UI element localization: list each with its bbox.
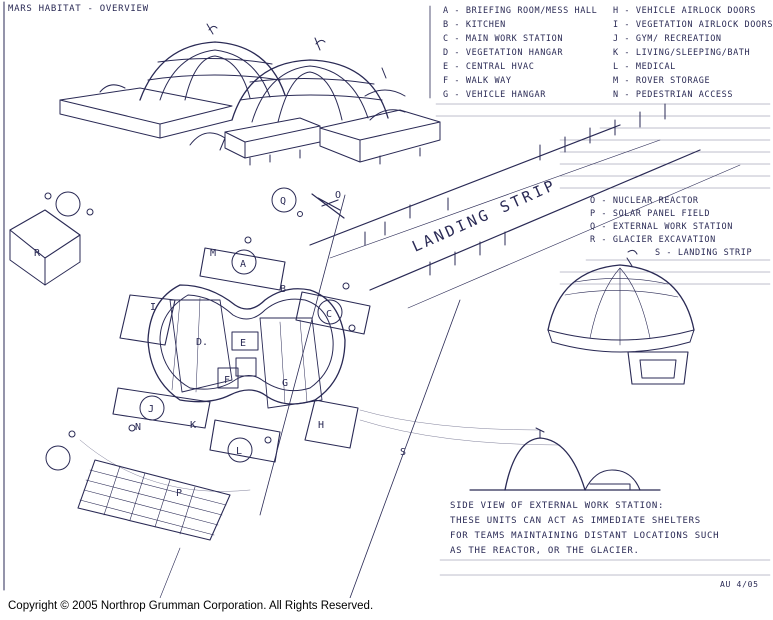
legend-item-d: D - VEGETATION HANGAR xyxy=(443,48,564,58)
legend-item-q: Q - EXTERNAL WORK STATION xyxy=(590,222,733,232)
legend-item-o: O - NUCLEAR REACTOR xyxy=(590,196,699,206)
plan-label-f: F xyxy=(224,375,230,386)
legend-item-h: H - VEHICLE AIRLOCK DOORS xyxy=(613,6,756,16)
habitat-drawing: LANDING STRIP A B C D. E F G H I J K L M… xyxy=(3,1,771,598)
side-view-note-line-3: FOR TEAMS MAINTAINING DISTANT LOCATIONS … xyxy=(450,531,720,541)
plan-label-i: I xyxy=(150,302,156,313)
legend-item-k: K - LIVING/SLEEPING/BATH xyxy=(613,48,751,58)
plan-label-j: J xyxy=(148,404,154,415)
plan-label-g: G xyxy=(282,378,288,389)
site-plan xyxy=(9,187,561,598)
copyright-notice: Copyright © 2005 Northrop Grumman Corpor… xyxy=(8,600,374,612)
blueprint-sheet: MARS HABITAT - OVERVIEW A - BRIEFING ROO… xyxy=(3,1,773,598)
legend-item-b: B - KITCHEN xyxy=(443,20,506,30)
plan-label-c: C xyxy=(326,309,332,320)
plan-label-l: L xyxy=(236,446,242,457)
legend-item-n: N - PEDESTRIAN ACCESS xyxy=(613,90,734,100)
legend-item-r: R - GLACIER EXCAVATION xyxy=(590,235,716,245)
isometric-overview xyxy=(59,23,441,166)
landing-strip xyxy=(309,103,741,309)
plan-label-m: M xyxy=(210,248,216,259)
side-view-note-line-4: AS THE REACTOR, OR THE GLACIER. xyxy=(450,546,640,556)
sheet-title: MARS HABITAT - OVERVIEW xyxy=(8,4,149,14)
plan-label-e: E xyxy=(240,338,246,349)
plan-label-n: N xyxy=(135,422,141,433)
legend-rules xyxy=(435,103,771,576)
legend-item-a: A - BRIEFING ROOM/MESS HALL xyxy=(443,6,598,16)
legend-item-f: F - WALK WAY xyxy=(443,76,512,86)
plan-label-p: P xyxy=(176,488,182,499)
plan-label-b: B xyxy=(280,284,286,295)
legend-item-s: S - LANDING STRIP xyxy=(655,248,753,258)
solar-panel-field xyxy=(77,459,231,598)
plan-label-q: Q xyxy=(280,196,286,207)
plan-label-r: R xyxy=(34,248,41,259)
plan-label-o: O xyxy=(335,190,341,201)
legend-item-g: G - VEHICLE HANGAR xyxy=(443,90,546,100)
legend-item-c: C - MAIN WORK STATION xyxy=(443,34,564,44)
plan-label-k: K xyxy=(190,420,196,431)
legend-item-j: J - GYM/ RECREATION xyxy=(613,34,722,44)
work-station-side-view xyxy=(469,427,661,491)
legend-item-p: P - SOLAR PANEL FIELD xyxy=(590,209,711,219)
plan-label-d: D. xyxy=(196,337,208,348)
artist-signature: AU 4/05 xyxy=(720,580,759,589)
legend-item-m: M - ROVER STORAGE xyxy=(613,76,711,86)
side-view-note-line-2: THESE UNITS CAN ACT AS IMMEDIATE SHELTER… xyxy=(450,516,701,526)
landing-strip-label: LANDING STRIP xyxy=(409,176,559,256)
side-view-note-line-1: SIDE VIEW OF EXTERNAL WORK STATION: xyxy=(450,501,665,511)
legend-item-i: I - VEGETATION AIRLOCK DOORS xyxy=(613,20,773,30)
plan-label-h: H xyxy=(318,420,324,431)
plan-label-s: S xyxy=(400,447,406,458)
work-station-perspective xyxy=(547,249,695,385)
legend-item-l: L - MEDICAL xyxy=(613,62,676,72)
legend-item-e: E - CENTRAL HVAC xyxy=(443,62,535,72)
plan-label-a: A xyxy=(240,259,246,270)
